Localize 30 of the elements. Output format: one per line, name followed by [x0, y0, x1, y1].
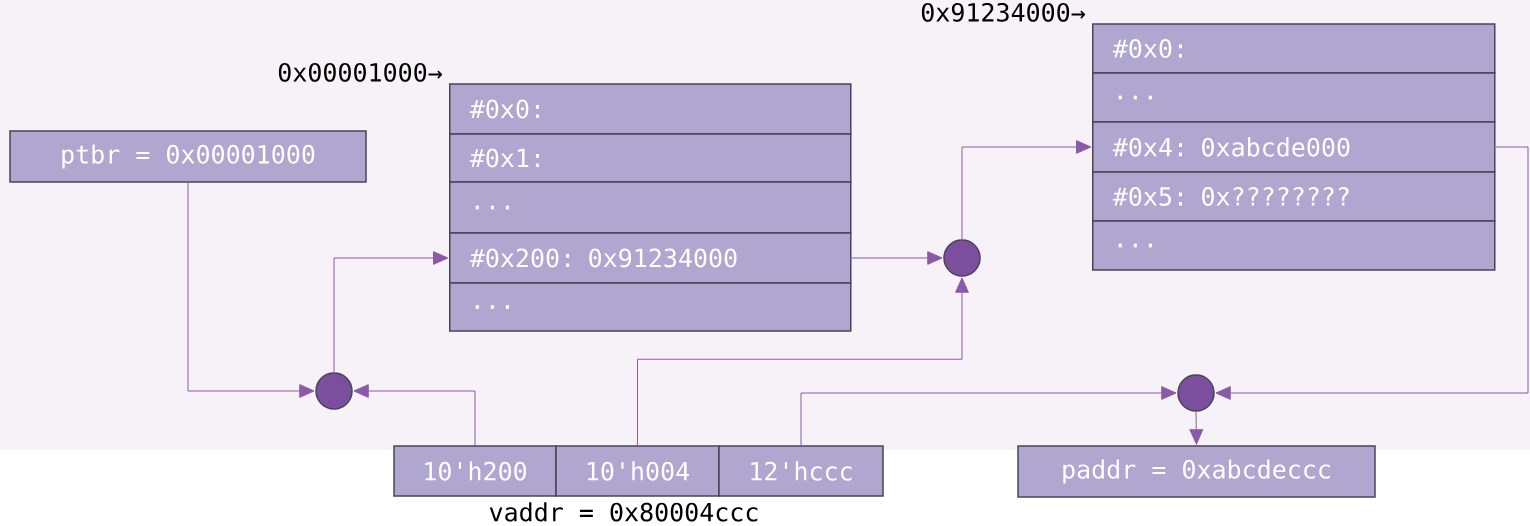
junction-dot [315, 372, 353, 410]
bit-field: 12'hccc [718, 445, 884, 497]
table-row: ... [1092, 72, 1496, 123]
junction-dot [943, 239, 981, 277]
table-row: #0x4: 0xabcde000 [1092, 121, 1496, 173]
arrow [353, 384, 476, 446]
address-label: 0x91234000→ [921, 2, 1085, 22]
arrow [851, 251, 943, 265]
arrow [800, 386, 1177, 446]
table-row: ... [1092, 220, 1496, 271]
address-box: paddr = 0xabcdeccc [1017, 445, 1376, 498]
arrow [1215, 146, 1529, 400]
table-row: ... [449, 282, 852, 332]
arrow [637, 277, 969, 446]
table-row: #0x0: [449, 83, 852, 135]
bit-field: 10'h004 [555, 445, 720, 497]
address-label: vaddr = 0x80004ccc [489, 502, 758, 522]
table-row: ... [449, 181, 852, 234]
table-row: #0x1: [449, 133, 852, 183]
table-row: #0x200: 0x91234000 [449, 232, 852, 284]
register-box: ptbr = 0x00001000 [9, 130, 367, 183]
address-label: 0x00001000→ [278, 62, 442, 82]
arrow [187, 182, 315, 398]
arrow [961, 140, 1092, 240]
arrow [1189, 411, 1204, 445]
bit-field: 10'h200 [393, 445, 557, 497]
table-row: #0x0: [1092, 23, 1496, 74]
junction-dot [1177, 374, 1215, 412]
arrow [333, 251, 449, 373]
table-row: #0x5: 0x???????? [1092, 171, 1496, 222]
